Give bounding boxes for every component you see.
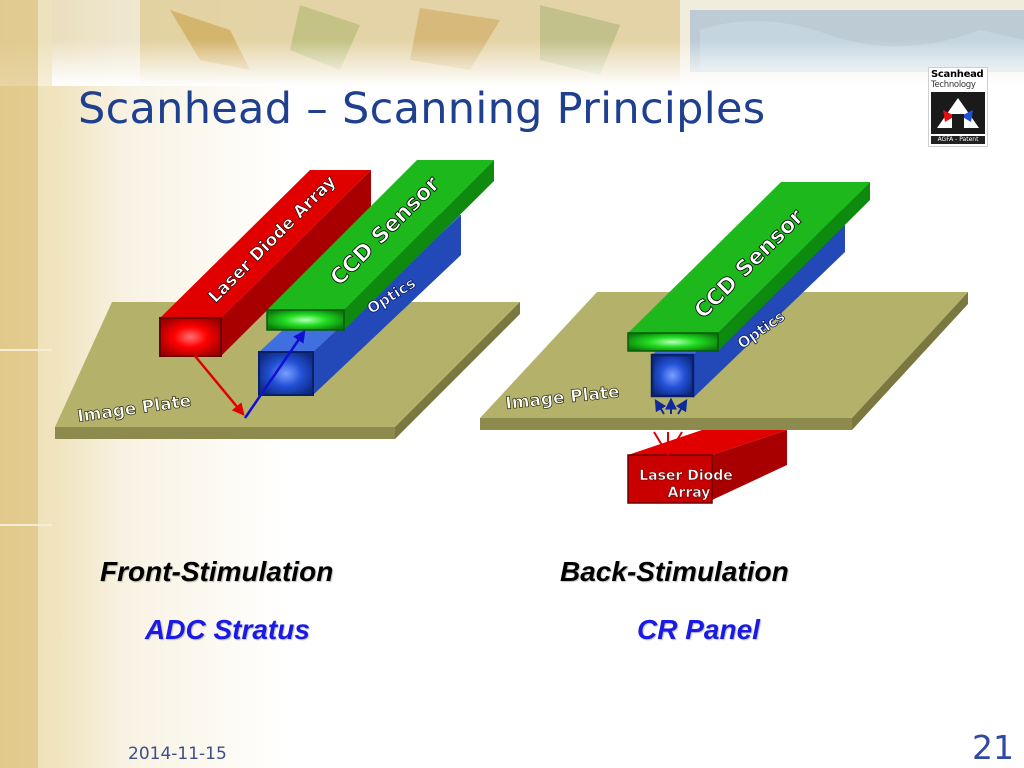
laser-beam-arrow — [194, 355, 245, 416]
image-plate-side — [395, 302, 520, 439]
adc-stratus-caption: ADC Stratus — [145, 614, 310, 645]
right-laser-label-1: Laser Diode — [639, 468, 733, 484]
logo-name-line2: Technology — [931, 80, 976, 90]
front-stimulation-caption: Front-Stimulation — [100, 556, 334, 587]
laser-lens — [159, 317, 222, 357]
right-image-plate-front — [480, 418, 852, 430]
top-decor-fade — [0, 40, 1024, 86]
logo-name-line1: Scanhead — [931, 69, 984, 80]
right-laser-beam — [667, 431, 683, 456]
image-plate-front — [55, 427, 395, 439]
right-emission-arrow — [654, 398, 667, 415]
logo-emblem-icon — [931, 92, 985, 134]
slide-date: 2014-11-15 — [128, 744, 227, 764]
right-optics-lens — [650, 353, 695, 398]
right-emission-arrow — [675, 398, 688, 415]
right-laser-front — [627, 454, 713, 504]
cr-panel-caption: CR Panel — [637, 614, 760, 645]
scanhead-logo: Scanhead Technology AGFA - Patent — [928, 67, 988, 147]
optics-bar-side — [313, 215, 461, 395]
ccd-bar-top — [267, 160, 494, 310]
right-ccd-bar-side — [718, 182, 870, 351]
right-ccd-lens — [627, 332, 719, 352]
left-strip — [0, 0, 38, 768]
right-laser-beam — [653, 431, 669, 456]
right-image-plate-side — [852, 292, 968, 430]
slide-title: Scanhead – Scanning Principles — [78, 84, 766, 134]
logo-footer: AGFA - Patent — [931, 136, 985, 144]
right-laser-label-2: Array — [668, 485, 711, 501]
ccd-bar-side — [344, 160, 494, 330]
laser-bar-side — [221, 170, 371, 356]
right-ccd-bar-top — [628, 182, 870, 333]
laser-bar-top — [160, 170, 371, 318]
ccd-lens — [266, 309, 345, 331]
right-laser-bar-side — [712, 430, 787, 500]
left-strip-gap — [38, 0, 52, 768]
back-stimulation-caption: Back-Stimulation — [560, 556, 789, 587]
emission-beam-arrow — [243, 329, 306, 419]
page-number: 21 — [972, 728, 1014, 767]
